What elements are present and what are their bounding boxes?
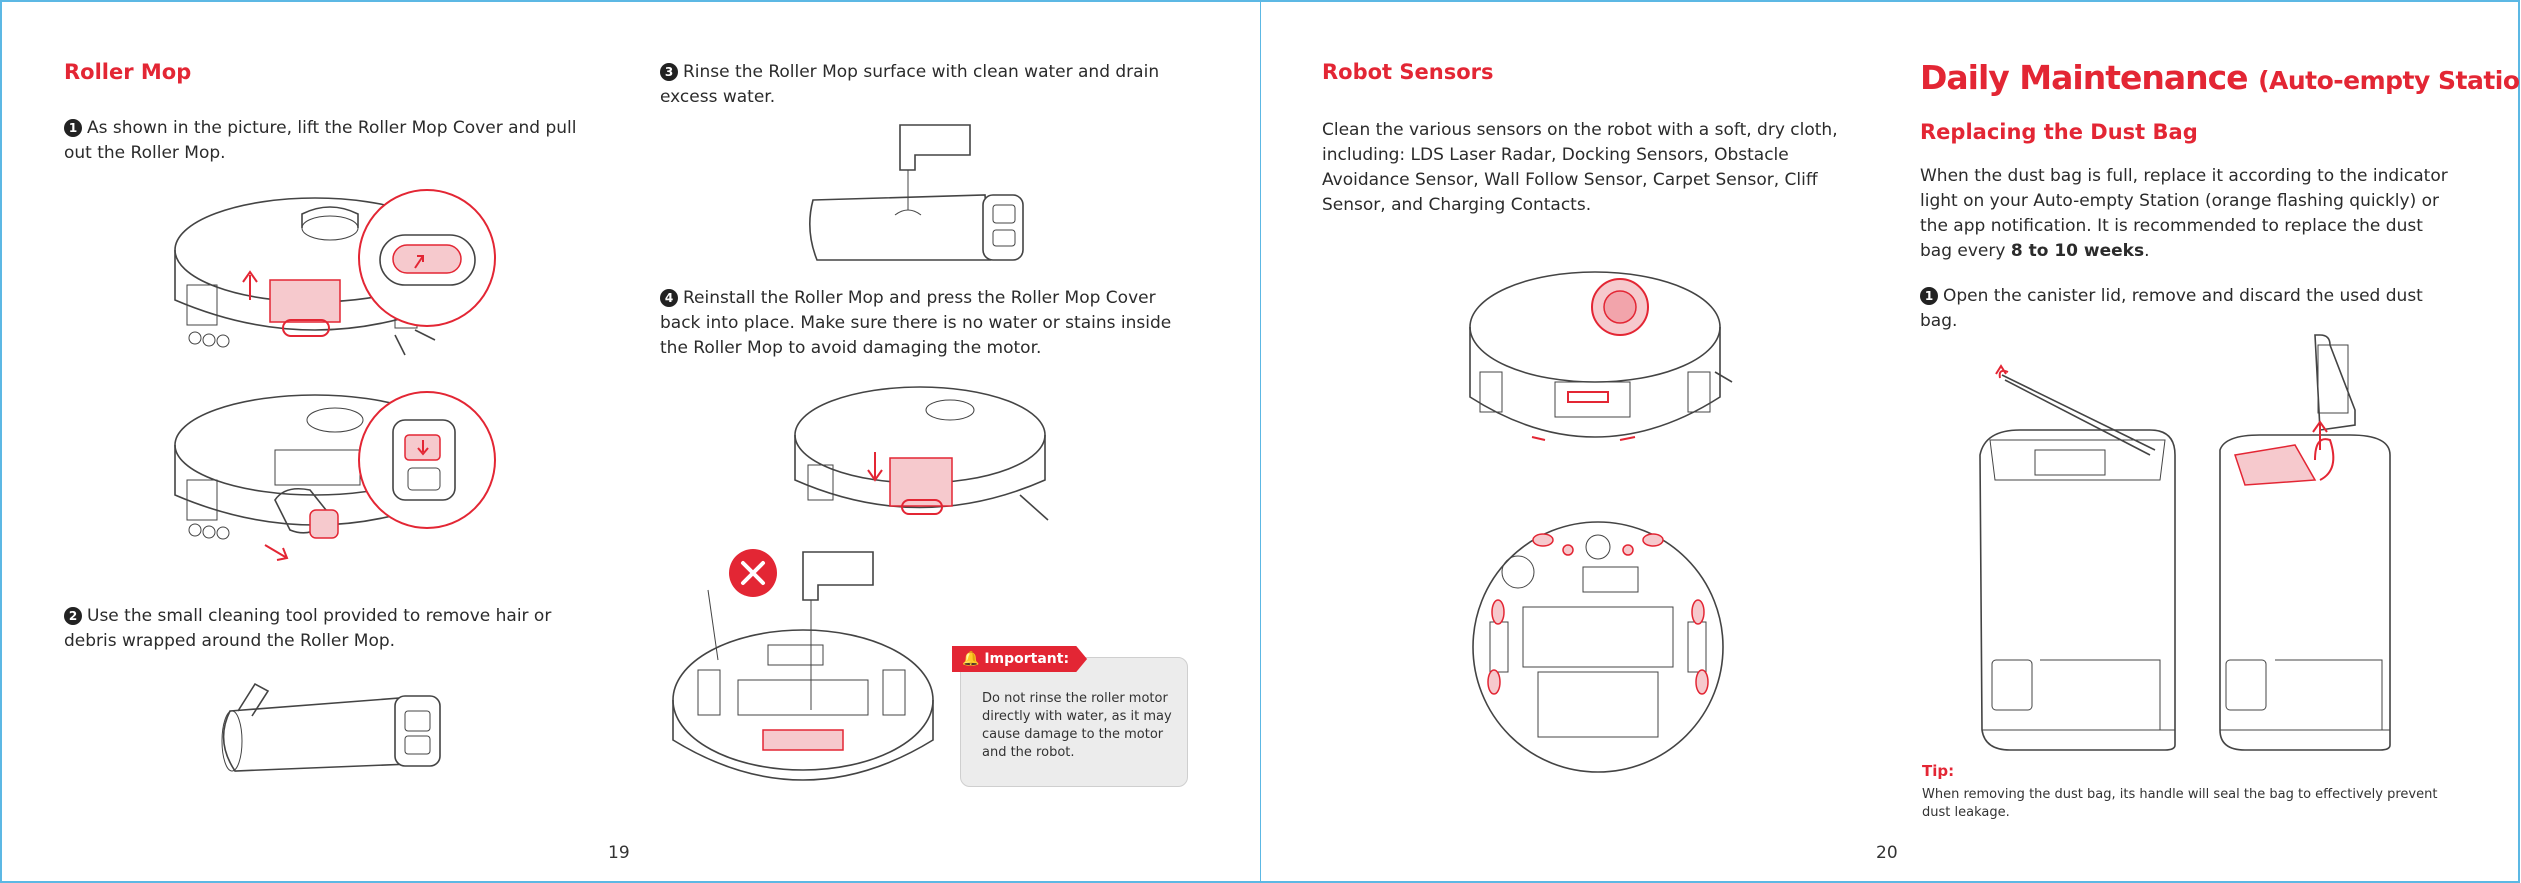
robot-underside-rinse-wrong-illustration [672,551,934,781]
important-note [960,657,1188,787]
step-text: Rinse the Roller Mop surface with clean … [660,62,1160,107]
replacing-dust-bag-title: Replacing the Dust Bag [1920,120,2198,144]
warning-icon: 🔔 [962,651,985,667]
step-text: Open the canister lid, remove and discar… [1920,286,2423,331]
roller-mop-title: Roller Mop [64,60,192,84]
station-remove-bag [2219,334,2391,751]
replace-interval: 8 to 10 weeks [2010,241,2145,261]
robot-sensors-title: Robot Sensors [1322,60,1494,84]
step-text: Reinstall the Roller Mop and press the R… [660,288,1172,358]
robot-sensors-top-illustration [1469,271,1733,441]
auto-empty-station-illustration [1979,334,2391,751]
robot-sensors-bottom-illustration [1472,521,1724,773]
zoom-callout [358,391,496,529]
tip-text: When removing the dust bag, its handle w… [1922,787,2438,820]
zoom-callout [358,189,496,327]
step-text: As shown in the picture, lift the Roller… [64,118,577,163]
step-number-icon: 1 [64,119,82,137]
dust-bag-text: When the dust bag is full, replace it ac… [1920,166,2448,261]
important-tag: 🔔 Important: [952,646,1088,672]
robot-sensors-text: Clean the various sensors on the robot w… [1322,120,1838,215]
roller-mop-cleaning-tool-illustration [221,682,441,772]
robot-pull-mop-illustration [174,391,496,561]
maintenance-title-text: Daily Maintenance [1920,58,2249,97]
step-number-icon: 2 [64,607,82,625]
important-text: Do not rinse the roller motor directly w… [982,691,1172,760]
step-number-icon: 4 [660,289,678,307]
page-20 [1260,0,2520,883]
important-label: Important: [984,651,1070,667]
page-number-20: 20 [1876,843,1898,863]
tip-label: Tip: [1922,762,1955,780]
rinse-mop-illustration [809,124,1024,261]
page-number-19: 19 [608,843,630,863]
step-number-icon: 3 [660,63,678,81]
maintenance-subtitle-text: (Auto-empty Station) [2258,66,2521,95]
step-text: Use the small cleaning tool provided to … [64,606,552,651]
step-number-icon: 1 [1920,287,1938,305]
reinstall-mop-illustration [794,386,1049,521]
daily-maintenance-title: Daily Maintenance (Auto-empty Station) [1920,58,2521,97]
station-open-lid [1979,364,2176,751]
prohibited-icon [729,549,777,597]
robot-lift-cover-illustration [174,189,496,356]
